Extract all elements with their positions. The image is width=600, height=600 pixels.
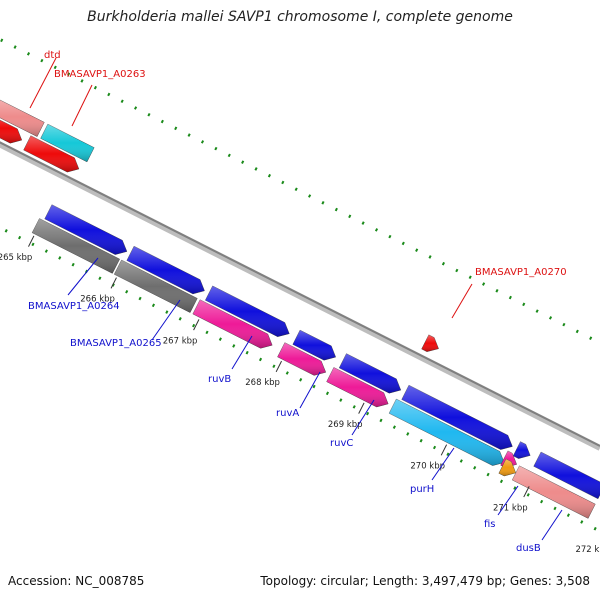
- gene-label-11: BMASAVP1_A0270: [451, 267, 567, 319]
- dots-inner: [0, 226, 600, 533]
- gene-bmasavp1-a0263: [40, 123, 95, 163]
- gene-label-5: ruvB: [208, 335, 253, 385]
- gene-dtd: [0, 99, 45, 137]
- gene-name: fis: [484, 519, 496, 530]
- gene-label-3: BMASAVP1_A0264: [28, 257, 120, 312]
- tick-label: 266 kbp: [80, 295, 115, 305]
- gene-blue-5: [338, 353, 402, 394]
- tick-4: 268 kbp: [245, 360, 282, 388]
- tick-7: 271 kbp: [493, 486, 530, 513]
- gene-name: dtd: [44, 50, 61, 61]
- chromosome-backbone: [0, 141, 600, 451]
- tick-2: 266 kbp: [80, 277, 117, 305]
- tick-label: 269 kbp: [328, 420, 363, 430]
- dots-outer: [0, 38, 600, 345]
- gene-bmasavp1-a0270: [421, 334, 439, 352]
- gene-label-7: ruvC: [330, 399, 375, 449]
- gene-ruvc: [326, 367, 389, 408]
- gene-blue-7: [512, 441, 531, 459]
- accession-text: Accession: NC_008785: [8, 574, 145, 588]
- gene-label-2: BMASAVP1_A0263: [54, 69, 146, 127]
- gene-features: [0, 99, 600, 519]
- gene-ruvb: [192, 299, 273, 349]
- topology-text: Topology: circular; Length: 3,497,479 bp…: [260, 574, 590, 588]
- gene-name: BMASAVP1_A0265: [70, 338, 162, 349]
- tick-3: 267 kbp: [163, 319, 200, 346]
- tick-label: 265 kbp: [0, 253, 32, 263]
- gene-bmasavp1-a0265: [113, 259, 198, 313]
- gene-name: ruvA: [276, 408, 299, 419]
- gene-label-8: purH: [410, 447, 455, 495]
- gene-blue-2: [126, 245, 205, 295]
- dotted-guide-rings: [0, 38, 600, 533]
- tick-6: 270 kbp: [410, 444, 448, 472]
- gene-dusb: [511, 465, 596, 519]
- page-title: Burkholderia mallei SAVP1 chromosome I, …: [87, 9, 513, 25]
- gene-name: BMASAVP1_A0270: [475, 267, 567, 278]
- gene-label-4: BMASAVP1_A0265: [70, 299, 181, 349]
- gene-name: ruvC: [330, 438, 353, 449]
- gene-name: BMASAVP1_A0264: [28, 301, 120, 312]
- tick-label: 268 kbp: [245, 378, 280, 388]
- gene-label-1: dtd: [29, 50, 61, 109]
- gene-red-left: [0, 119, 23, 144]
- gene-name: ruvB: [208, 374, 231, 385]
- tick-label: 271 kbp: [493, 503, 528, 513]
- tick-label: 272 kbp: [575, 545, 600, 555]
- tick-label: 267 kbp: [163, 336, 198, 346]
- gene-labels: dtdBMASAVP1_A0263BMASAVP1_A0264BMASAVP1_…: [28, 50, 567, 554]
- gene-purh: [388, 398, 505, 466]
- gene-bmasavp1-a0264: [31, 218, 120, 274]
- gene-name: dusB: [516, 543, 541, 554]
- gene-label-10: dusB: [516, 509, 563, 554]
- gene-blue-4: [292, 329, 336, 361]
- gene-label-9: fis: [484, 485, 519, 530]
- gene-name: BMASAVP1_A0263: [54, 69, 146, 80]
- gene-blue-1: [44, 204, 128, 255]
- gene-name: purH: [410, 484, 434, 495]
- tick-1: 265 kbp: [0, 235, 35, 263]
- tick-5: 269 kbp: [328, 402, 365, 430]
- gene-orange: [498, 458, 517, 477]
- gene-blue-6: [401, 384, 513, 450]
- tick-label: 270 kbp: [410, 462, 445, 472]
- gene-red-right: [23, 135, 80, 173]
- gene-blue-8: [533, 451, 600, 500]
- tick-8: 272 kbp: [575, 545, 600, 555]
- kbp-ticks: 265 kbp 266 kbp 267 kbp 268 kbp 269 kbp 270 k…: [0, 235, 600, 555]
- gene-ruva: [277, 342, 327, 376]
- gene-label-6: ruvA: [276, 371, 321, 419]
- gene-blue-3: [205, 285, 290, 337]
